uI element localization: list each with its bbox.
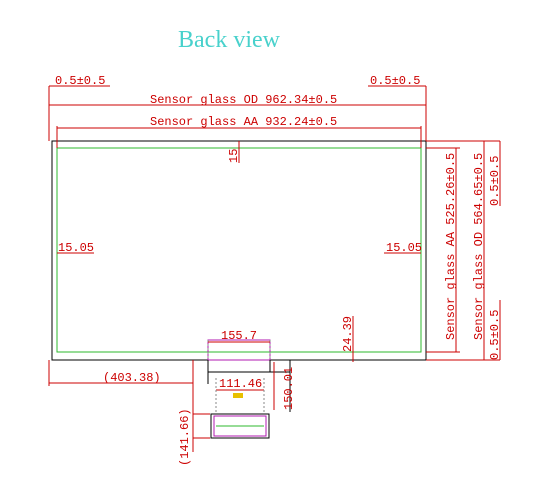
right-margin-label: 15.05 — [386, 241, 422, 255]
view-title: Back view — [178, 27, 281, 53]
connector-housing — [210, 413, 270, 439]
aa-height-label: Sensor glass AA 525.26±0.5 — [444, 153, 458, 340]
top-left-tolerance-label: 0.5±0.5 — [55, 74, 105, 88]
fpc-left-offset-label: (403.38) — [103, 371, 161, 385]
right-bottom-tolerance-label: 0.5±0.5 — [488, 310, 502, 360]
fpc-length-label: 150.01 — [282, 367, 296, 410]
right-top-tolerance-label: 0.5±0.5 — [488, 156, 502, 206]
left-margin-label: 15.05 — [58, 241, 94, 255]
od-width-label: Sensor glass OD 962.34±0.5 — [150, 93, 337, 107]
top-margin-label: 15 — [227, 149, 241, 163]
top-right-tolerance-label: 0.5±0.5 — [370, 74, 420, 88]
fpc-offset-label: 24.39 — [341, 316, 355, 352]
total-fpc-length-label: (141.66) — [178, 408, 192, 466]
fpc-tail — [207, 339, 271, 361]
connector-pin-marker — [233, 393, 243, 398]
sensor-active-area — [56, 147, 422, 353]
od-height-label: Sensor glass OD 564.65±0.5 — [472, 153, 486, 340]
connector-body — [213, 415, 267, 437]
sensor-glass-outline — [51, 140, 427, 361]
fpc-width-label: 155.7 — [221, 329, 257, 343]
aa-width-label: Sensor glass AA 932.24±0.5 — [150, 115, 337, 129]
connector-width-label: 111.46 — [219, 377, 262, 391]
